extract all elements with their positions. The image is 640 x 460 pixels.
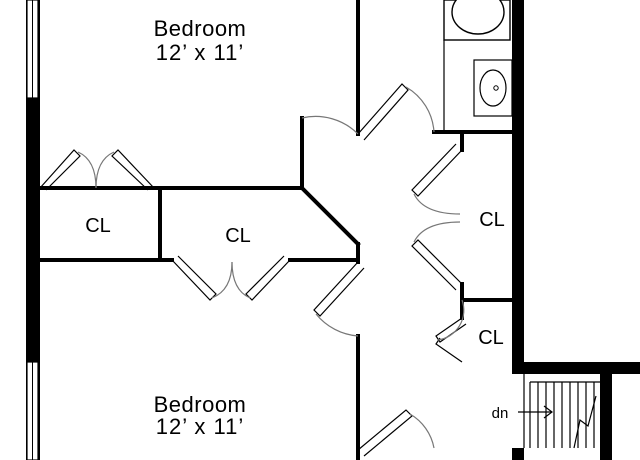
room-name-bedroom-bottom: Bedroom [154,392,247,417]
left-exterior-wall [26,0,40,460]
door-cl-right-upper [411,143,463,291]
door-cl-right-lower [435,299,467,363]
door-cl-center [171,255,291,301]
closet-label-left: CL [85,215,111,237]
sink [473,59,513,117]
closet-label-right-upper: CL [479,209,505,231]
bathtub [443,0,511,41]
door-bottom-hall [357,409,435,457]
room-dimensions-bedroom-top: 12’ x 11’ [156,40,245,65]
doors [39,83,467,457]
stairs [518,374,600,449]
stairs-down-label: dn [492,405,509,422]
closet-label-center: CL [225,225,251,247]
closet-label-right-lower: CL [478,327,504,349]
room-dimensions-bedroom-bottom: 12’ x 11’ [156,414,245,439]
stairs-arrowhead-icon [543,405,553,419]
room-name-bedroom-top: Bedroom [154,16,247,41]
interior-walls [38,0,516,460]
right-exterior-wall [512,0,640,460]
door-cl-left [39,149,155,191]
door-bottom-bedroom [313,261,365,337]
door-top-bedroom [301,83,435,188]
